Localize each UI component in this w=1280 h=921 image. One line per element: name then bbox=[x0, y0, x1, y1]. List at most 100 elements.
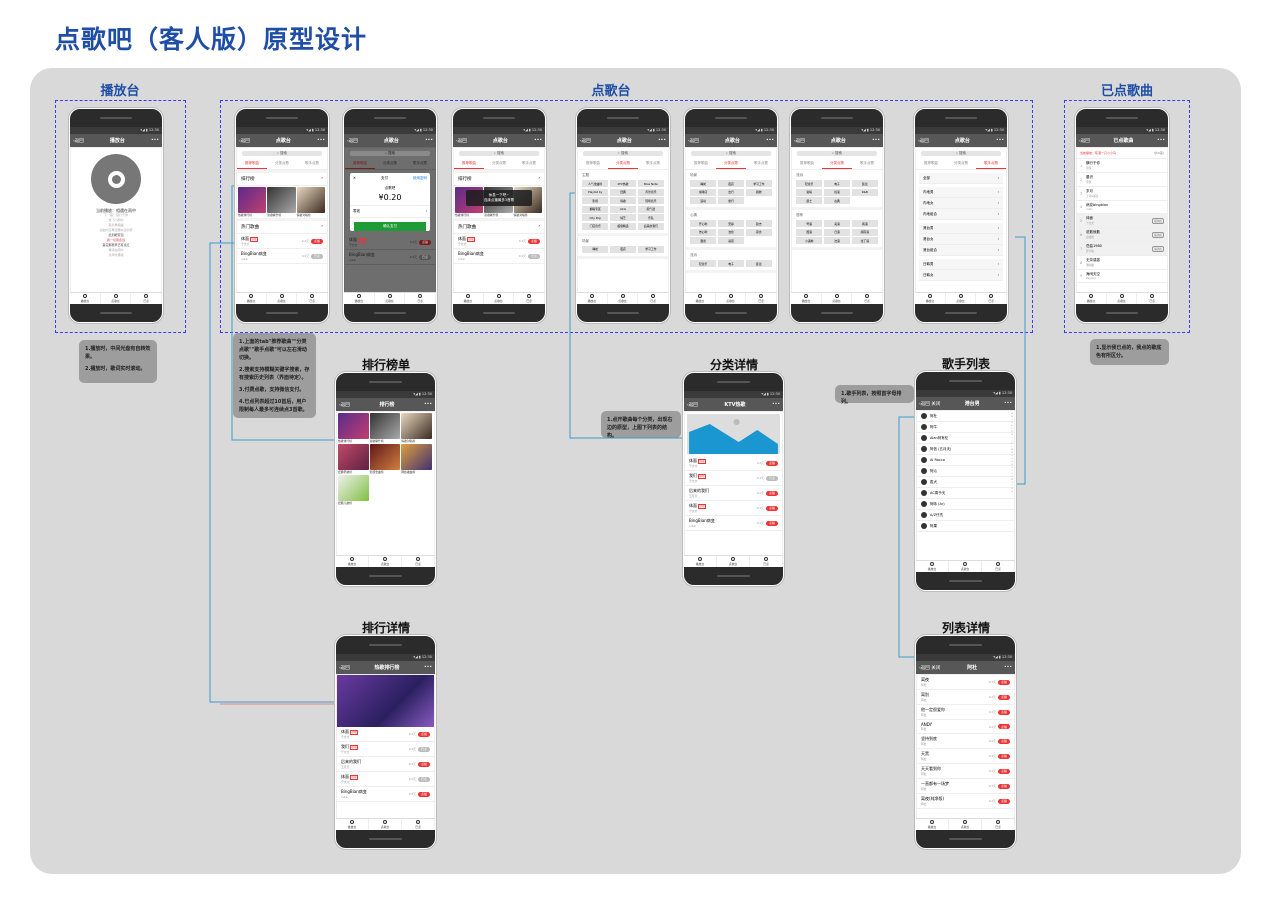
category-chip[interactable]: 民谣 bbox=[851, 180, 878, 187]
index-letter[interactable]: E bbox=[1011, 425, 1013, 427]
order-button[interactable]: 点播 bbox=[997, 768, 1010, 774]
category-chip[interactable]: 咖啡店 bbox=[690, 188, 717, 196]
tab-1[interactable]: 分类点歌 bbox=[383, 161, 397, 165]
tab-1[interactable]: 分类点歌 bbox=[275, 161, 289, 165]
category-chip[interactable]: 门店音乐 bbox=[582, 222, 609, 230]
order-button[interactable]: 点播 bbox=[997, 709, 1010, 715]
index-letter[interactable]: O bbox=[1011, 455, 1013, 457]
index-letter[interactable]: G bbox=[1011, 431, 1013, 433]
tab-0[interactable]: 推荐歌曲 bbox=[345, 159, 375, 169]
category-chip[interactable]: 旅行 bbox=[717, 197, 745, 204]
tab-bar-item-queued[interactable]: 已点 bbox=[750, 556, 783, 567]
category-chip[interactable]: 情歌 bbox=[609, 197, 637, 204]
back-button[interactable]: ‹返回 bbox=[73, 138, 84, 144]
order-button[interactable]: 点播 bbox=[417, 791, 430, 797]
category-chip[interactable]: 后来的我们 bbox=[637, 222, 664, 230]
tab-bar-item-player[interactable]: 播放台 bbox=[577, 293, 608, 304]
index-letter[interactable]: C bbox=[1011, 419, 1013, 421]
tab-2[interactable]: 歌手点歌 bbox=[522, 161, 536, 165]
pay-method[interactable]: 零钱› bbox=[350, 205, 430, 218]
tab-bar-item-desk[interactable]: 点歌台 bbox=[369, 819, 402, 830]
index-letter[interactable]: R bbox=[1011, 464, 1013, 466]
tab-bar-item-player[interactable]: 播放台 bbox=[236, 293, 267, 304]
index-letter[interactable]: Z bbox=[1011, 488, 1013, 490]
category-chip[interactable]: 甜蜜 bbox=[690, 237, 717, 244]
order-button[interactable]: 点播 bbox=[765, 460, 778, 466]
back-button[interactable]: ‹返回 bbox=[347, 138, 358, 144]
cover-card[interactable]: 网络歌曲榜 bbox=[401, 444, 432, 474]
tab-0[interactable]: 推荐歌曲 bbox=[586, 161, 600, 165]
rank-section[interactable]: 排行榜› bbox=[454, 170, 544, 186]
category-chip[interactable]: Blue Note bbox=[637, 180, 664, 187]
category-chip[interactable]: 综艺 bbox=[609, 214, 637, 221]
tab-bar-item-player[interactable]: 播放台 bbox=[915, 293, 946, 304]
category-chip[interactable]: 治愈 bbox=[717, 228, 745, 236]
tab-bar-item-player[interactable]: 播放台 bbox=[916, 819, 949, 830]
tab-bar-item-queued[interactable]: 已点 bbox=[402, 556, 435, 567]
cover-card[interactable]: 情歌对唱榜 bbox=[401, 413, 432, 443]
cover-card[interactable]: 新歌飙升榜 bbox=[267, 187, 296, 217]
more-icon[interactable]: ••• bbox=[1004, 401, 1012, 406]
index-letter[interactable]: M bbox=[1011, 449, 1013, 451]
singer-category-row[interactable]: 港台女› bbox=[919, 234, 1003, 245]
tab-0[interactable]: 推荐歌曲 bbox=[237, 159, 267, 169]
back-button[interactable]: ‹返回 bbox=[918, 138, 929, 144]
category-chip[interactable]: 超级精选 bbox=[609, 222, 637, 230]
search-input[interactable]: ⌕ 搜索 bbox=[459, 151, 539, 156]
tab-bar-item-player[interactable]: 播放台 bbox=[453, 293, 484, 304]
singer-row[interactable]: Al Rocco bbox=[917, 455, 1014, 466]
tab-bar-item-desk[interactable]: 点歌台 bbox=[822, 293, 853, 304]
more-icon[interactable]: ••• bbox=[1004, 665, 1012, 670]
tab-bar-item-player[interactable]: 播放台 bbox=[344, 293, 375, 304]
tab-bar-item-desk[interactable]: 点歌台 bbox=[949, 819, 982, 830]
index-letter[interactable]: Y bbox=[1011, 485, 1013, 487]
tab-bar-item-queued[interactable]: 已点 bbox=[405, 293, 436, 304]
category-chip[interactable]: 轻音乐 bbox=[796, 180, 823, 187]
category-chip[interactable]: 思念 bbox=[745, 228, 772, 236]
order-button[interactable]: 点播 bbox=[765, 520, 778, 526]
tab-bar-item-player[interactable]: 播放台 bbox=[684, 556, 717, 567]
category-chip[interactable]: 背景音乐 bbox=[637, 188, 664, 196]
singer-category-row[interactable]: 内地组合› bbox=[919, 209, 1003, 220]
category-chip[interactable]: 人气金曲榜 bbox=[582, 180, 609, 187]
category-chip[interactable]: 翻唱专区 bbox=[582, 205, 609, 213]
singer-row[interactable]: 阿咏 (Ar) bbox=[917, 499, 1014, 510]
more-icon[interactable]: ••• bbox=[772, 402, 780, 407]
index-letter[interactable]: F bbox=[1011, 428, 1013, 430]
singer-row[interactable]: A/Z仔杰 bbox=[917, 510, 1014, 521]
category-chip[interactable]: 睡前 bbox=[582, 245, 609, 253]
singer-category-row[interactable]: 港台男› bbox=[919, 223, 1003, 234]
category-chip[interactable]: 摇滚 bbox=[823, 188, 851, 196]
singer-row[interactable]: 阿杜 bbox=[917, 411, 1014, 422]
category-chip[interactable]: 粤语 bbox=[796, 220, 823, 227]
order-button[interactable]: 点播 bbox=[997, 694, 1010, 700]
back-button[interactable]: ‹返回 bbox=[339, 402, 350, 408]
cover-card[interactable]: 经典儿歌榜 bbox=[338, 475, 369, 505]
tab-0[interactable]: 推荐歌曲 bbox=[454, 159, 484, 169]
tab-bar-item-queued[interactable]: 已点 bbox=[746, 293, 777, 304]
more-icon[interactable]: ••• bbox=[872, 138, 880, 143]
singer-row[interactable]: 阿果 bbox=[917, 521, 1014, 532]
category-chip[interactable]: KTV热歌 bbox=[609, 180, 637, 187]
back-button[interactable]: ‹返回 bbox=[1079, 138, 1090, 144]
index-letter[interactable]: V bbox=[1011, 476, 1013, 478]
more-icon[interactable]: ••• bbox=[424, 402, 432, 407]
hot-songs-section[interactable]: 热门歌曲› bbox=[454, 218, 544, 234]
singer-row[interactable]: 阿信 (五月天) bbox=[917, 444, 1014, 455]
category-chip[interactable]: 睡前 bbox=[690, 180, 717, 187]
category-chip[interactable]: 安静 bbox=[717, 220, 745, 227]
category-chip[interactable]: 经典 bbox=[609, 188, 637, 196]
index-letter[interactable]: Q bbox=[1011, 461, 1013, 463]
search-input[interactable]: ⌕ 搜索 bbox=[583, 151, 663, 156]
category-chip[interactable]: R&B bbox=[851, 188, 878, 196]
category-chip[interactable]: 跳舞 bbox=[745, 188, 772, 196]
tab-bar-item-player[interactable]: 播放台 bbox=[685, 293, 716, 304]
category-chip[interactable]: 开心哟 bbox=[690, 220, 717, 227]
tab-2[interactable]: 歌手点歌 bbox=[754, 161, 768, 165]
category-chip[interactable]: 运动 bbox=[690, 197, 717, 204]
category-chip[interactable]: 古典 bbox=[823, 197, 851, 204]
tab-bar-item-desk[interactable]: 点歌台 bbox=[375, 293, 406, 304]
singer-row[interactable]: 胜犬 bbox=[917, 477, 1014, 488]
category-chip[interactable]: 法语 bbox=[823, 237, 851, 244]
